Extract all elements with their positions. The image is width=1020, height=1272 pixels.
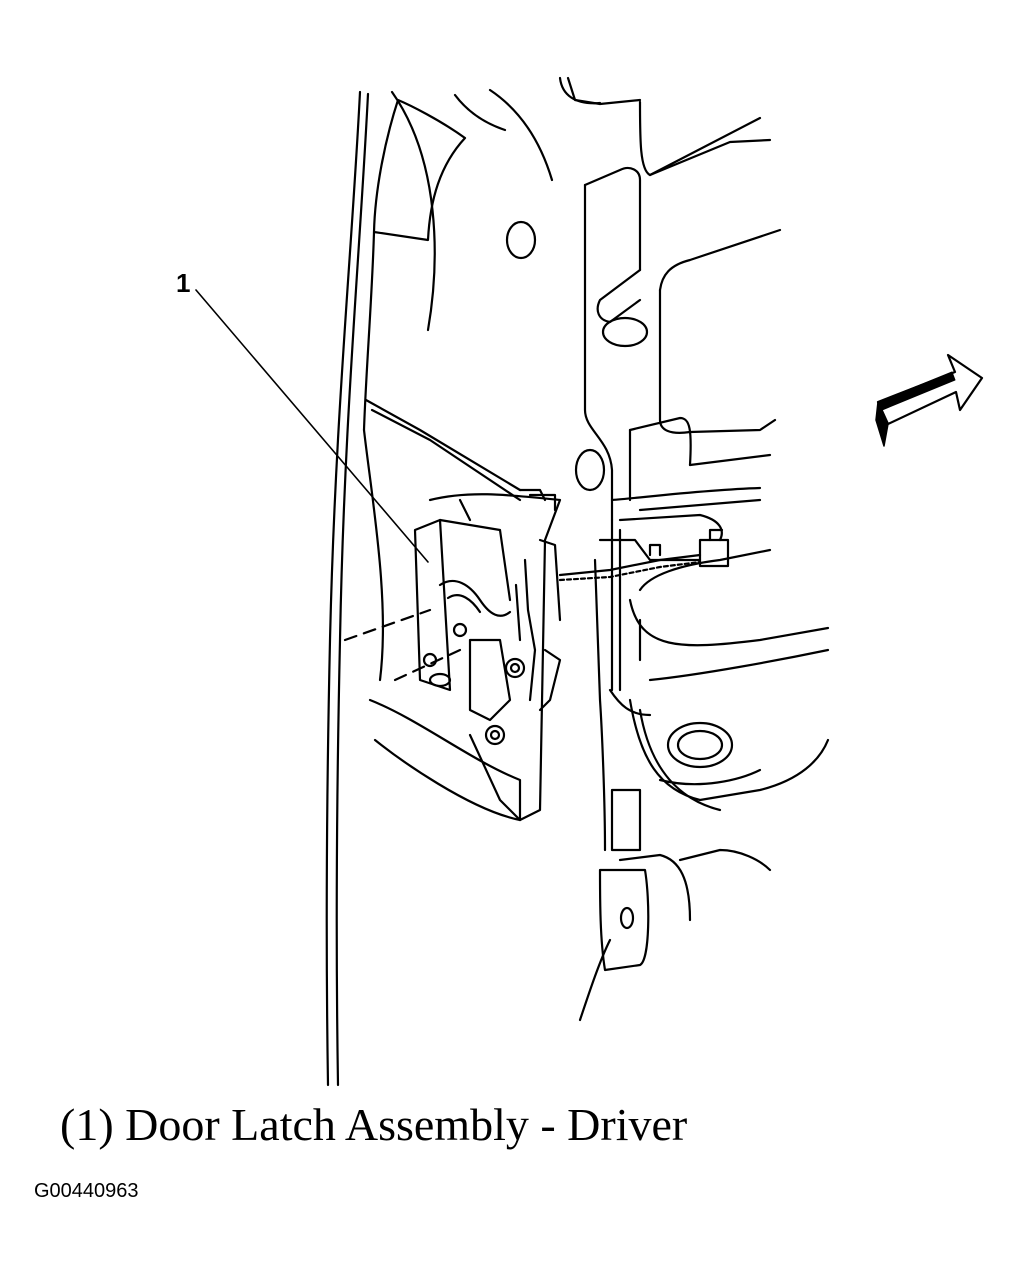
figure-id: G00440963 [34, 1180, 139, 1202]
oval-slot-upper [601, 316, 649, 348]
lower-door-panel [578, 648, 830, 1022]
arrow-right-icon [875, 353, 984, 447]
mounting-hole-mid [574, 448, 606, 492]
wiring-harness [558, 528, 730, 582]
callout-leader-line [195, 289, 429, 563]
callout-number-1: 1 [176, 268, 191, 298]
latch-bolt-upper [504, 657, 526, 679]
oval-access-hole [666, 721, 734, 769]
inner-door-panel [583, 100, 830, 852]
figure-caption: (1) Door Latch Assembly - Driver [60, 1099, 688, 1150]
pillar-panel [362, 76, 642, 492]
lower-slot-hole [619, 906, 635, 930]
latch-bolt-lower [484, 724, 506, 746]
door-latch-assembly [362, 398, 562, 822]
electrical-connector [698, 538, 730, 568]
door-frame-edges [325, 88, 554, 1087]
fastener-alignment-lines [343, 608, 462, 682]
mounting-hole-upper [505, 220, 537, 260]
